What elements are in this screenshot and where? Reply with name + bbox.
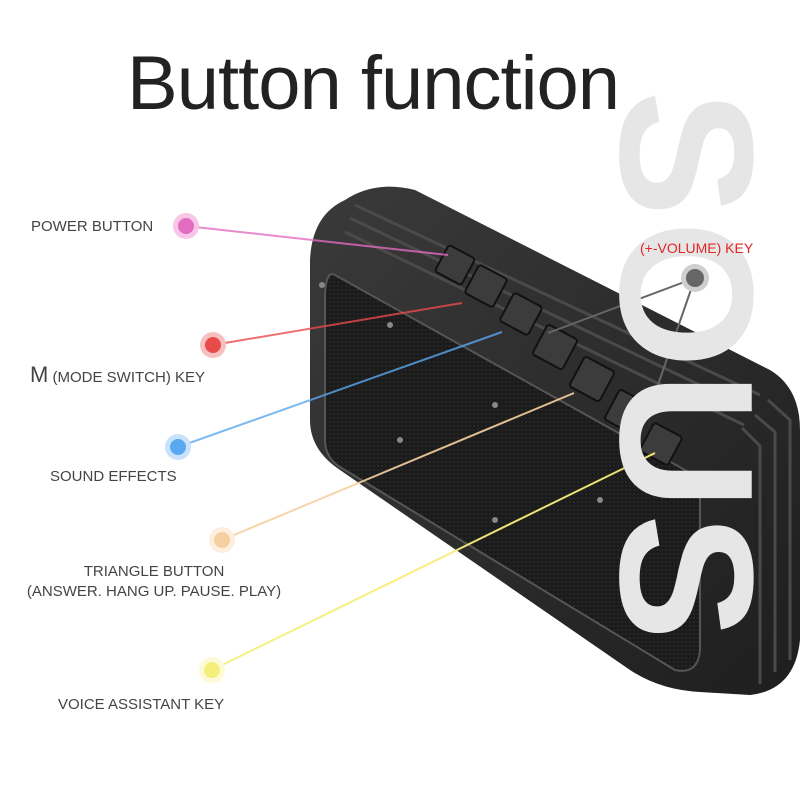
speaker-buttons [434,244,683,466]
triangle-label: TRIANGLE BUTTON (ANSWER. HANG UP. PAUSE.… [24,563,284,600]
plus-key [604,389,650,435]
power-callout-line [185,225,449,256]
voice-label: VOICE ASSISTANT KEY [58,696,225,713]
voice-callout-line [211,452,656,671]
eq-key [499,292,543,336]
play-key [569,356,615,402]
triangle-label-line1: TRIANGLE BUTTON [83,563,225,580]
mode-label-rest: (MODE SWITCH) KEY [52,369,206,386]
watermark-text: SOUS [585,90,792,645]
mode-label: M (MODE SWITCH) KEY [30,362,205,388]
speaker-ridges [344,203,792,684]
sound-label: SOUND EFFECTS [50,468,177,485]
power-label: POWER BUTTON [31,218,154,235]
mode-callout-line [212,302,463,346]
speaker-grille [324,273,701,672]
volume-callout-line-1 [547,277,696,334]
watermark: SOUS [585,90,800,800]
minus-key [532,324,578,370]
mode-label-prefix: M [30,362,49,387]
triangle-callout-line [221,392,575,541]
speaker-screws [319,282,693,588]
volume-label: (+-VOLUME) KEY [640,240,754,256]
triangle-label-line2: (ANSWER. HANG UP. PAUSE. PLAY) [26,583,282,600]
sound-callout-line [177,331,503,448]
mode-key [464,264,508,308]
volume-callout-line-2 [651,277,696,403]
page-title: Button function [127,41,620,126]
